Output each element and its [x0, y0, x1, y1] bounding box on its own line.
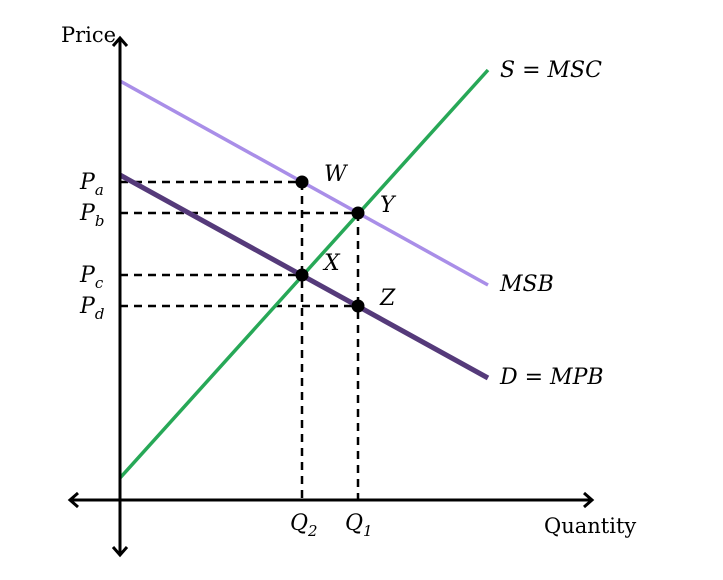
- point-z-label: Z: [379, 286, 396, 311]
- x-axis-label: Quantity: [544, 514, 636, 538]
- guide-lines: [120, 180, 360, 500]
- point-y-label: Y: [380, 193, 397, 218]
- point-x-label: X: [322, 251, 341, 276]
- msb-label: MSB: [499, 272, 554, 297]
- point-x-marker: [295, 268, 309, 282]
- point-y-marker: [351, 206, 365, 220]
- price-label-pb: Pb: [79, 201, 104, 230]
- x-axis: [67, 491, 595, 509]
- y-axis-label: Price: [61, 23, 116, 47]
- points: [295, 175, 365, 313]
- supply-label: S = MSC: [500, 58, 602, 83]
- point-w-label: W: [324, 162, 349, 187]
- price-label-pa: Pa: [79, 170, 104, 199]
- point-z-marker: [351, 299, 365, 313]
- quantity-label-q2: Q2: [290, 511, 318, 540]
- price-label-pd: Pd: [79, 294, 104, 323]
- point-w-marker: [295, 175, 309, 189]
- demand-label: D = MPB: [499, 365, 604, 390]
- quantity-label-q1: Q1: [345, 511, 373, 540]
- price-label-pc: Pc: [79, 263, 104, 292]
- y-axis: [111, 35, 129, 558]
